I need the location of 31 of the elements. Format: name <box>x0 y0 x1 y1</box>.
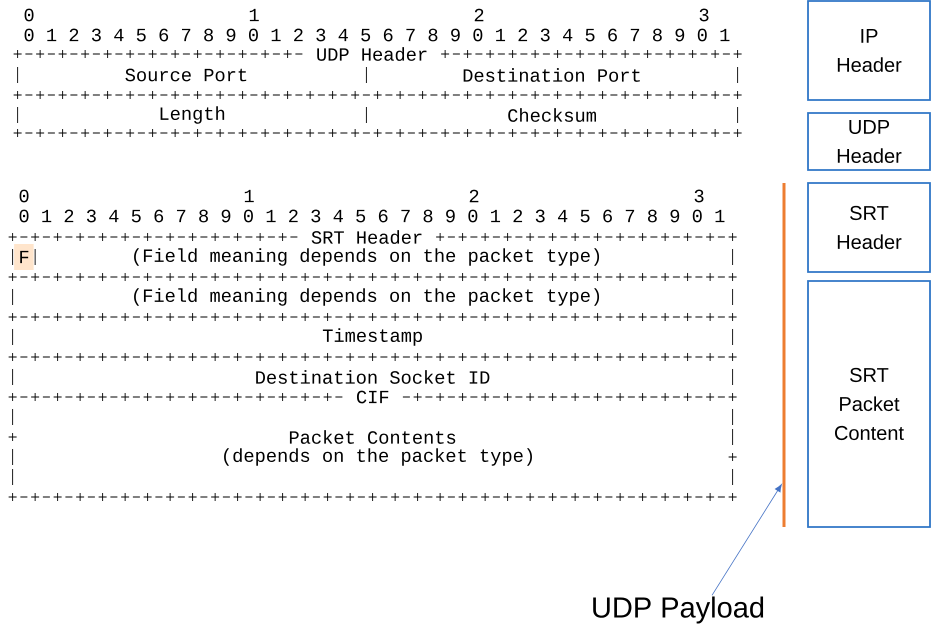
header-label: SRT Header <box>312 230 422 244</box>
bit-number: 2 <box>470 190 478 202</box>
field-name: Length <box>160 106 224 124</box>
bit-number: 3 <box>694 190 704 202</box>
bit-number: 0 <box>20 190 29 202</box>
layer-box: IP Header <box>807 0 931 101</box>
layer-box: UDP Header <box>807 112 931 171</box>
bit-number: 1 <box>244 190 254 202</box>
field-name: Destination Port <box>464 68 640 82</box>
bit-number: 2 <box>474 8 484 22</box>
field-name: (Field meaning depends on the packet type) <box>134 248 600 266</box>
layer-box: SRT Packet Content <box>807 280 931 528</box>
field-name: Checksum <box>508 108 596 122</box>
bit-number: 0 <box>24 8 34 22</box>
layer-box: SRT Header <box>807 182 931 273</box>
bit-numbers: 0 1 2 3 4 5 6 7 8 9 0 1 2 3 4 5 6 7 8 9 0 1 2 3 4 5 6 7 8 9 0 1 <box>24 28 730 42</box>
field-name: Timestamp <box>322 328 422 346</box>
bit-number: 1 <box>250 8 259 22</box>
bit-number: 3 <box>700 8 708 22</box>
header-label: UDP Header <box>317 47 426 61</box>
field-name: Packet Contents <box>290 430 456 444</box>
bit-numbers: 0 1 2 3 4 5 6 7 8 9 0 1 2 3 4 5 6 7 8 9 0 1 2 3 4 5 6 7 8 9 0 1 <box>20 210 724 222</box>
field-name: (Field meaning depends on the packet type) <box>134 288 600 306</box>
field-name: (depends on the packet type) <box>224 448 532 466</box>
header-label: CIF <box>357 390 388 404</box>
field-name: Destination Socket ID <box>256 370 490 384</box>
field-name: Source Port <box>125 68 246 82</box>
payload-bracket <box>782 183 786 527</box>
arrow <box>712 484 782 596</box>
callout-label: UDP Payload <box>593 596 764 624</box>
flag-field: F <box>14 244 34 270</box>
